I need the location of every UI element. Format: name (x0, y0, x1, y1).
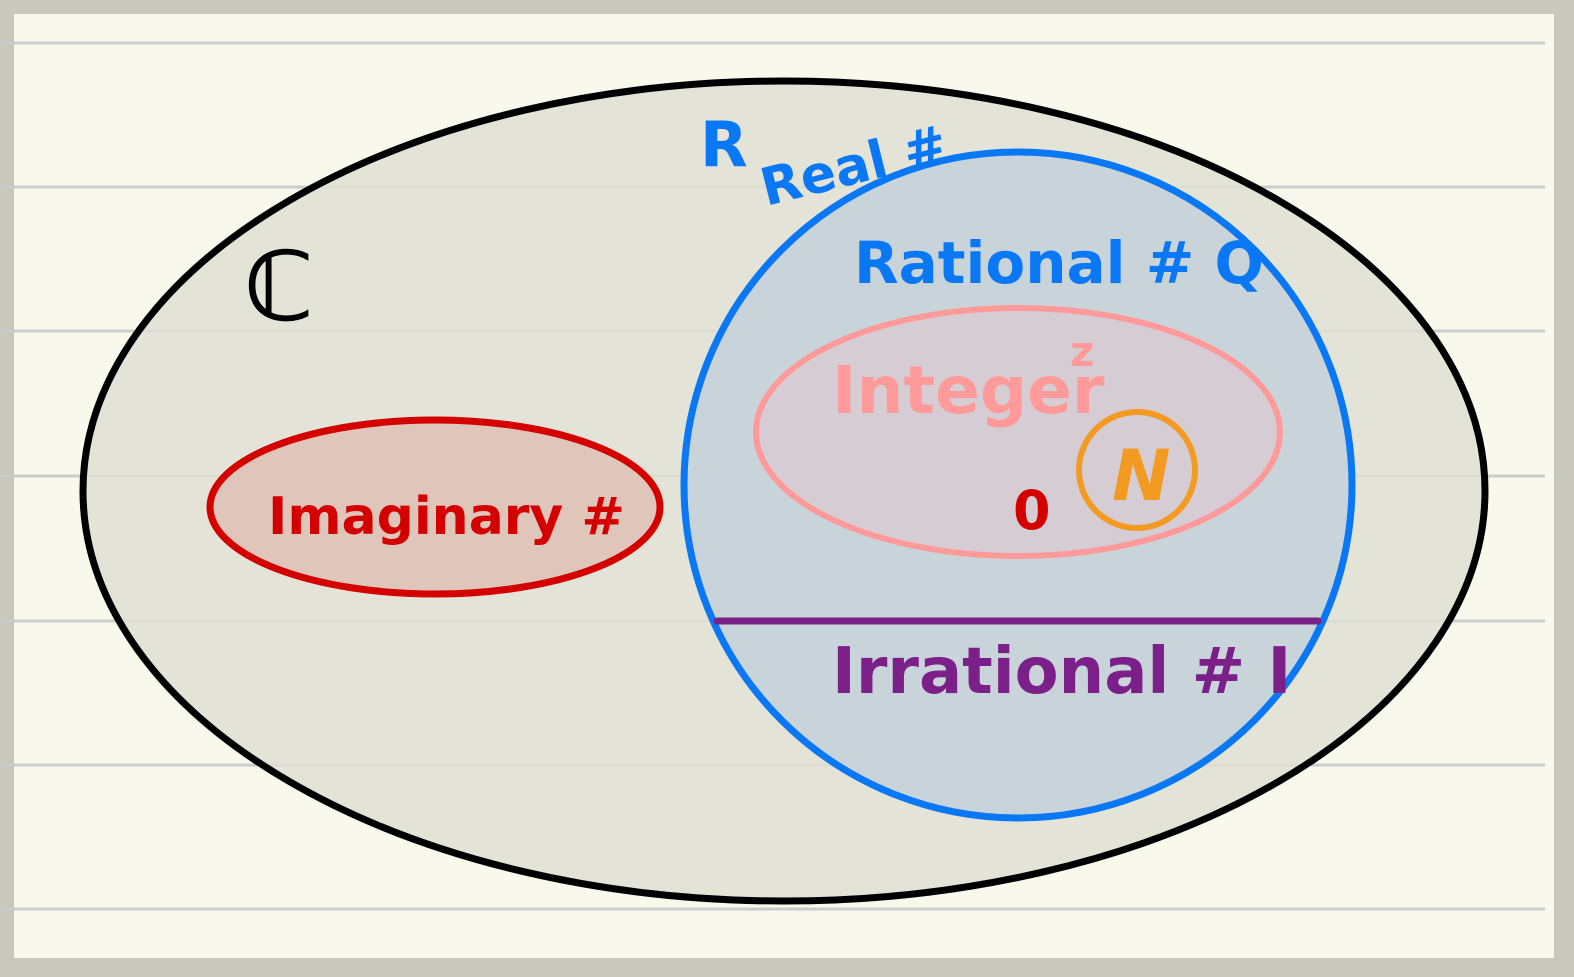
imaginary-set-label: Imaginary # (268, 487, 625, 547)
integer-symbol-label: z (1070, 327, 1094, 376)
integer-set-label: Integer (832, 352, 1105, 429)
integer-set-ellipse (753, 305, 1283, 559)
rational-set-label: Rational # Q (854, 229, 1264, 297)
zero-label: 0 (1013, 479, 1051, 542)
imaginary-set-ellipse (206, 416, 664, 598)
complex-symbol-label: ℂ (244, 231, 314, 343)
natural-set-circle (1076, 409, 1198, 531)
irrational-set-label: Irrational # I (832, 635, 1291, 709)
natural-symbol-label: N (1112, 435, 1171, 517)
real-symbol-label: R (700, 108, 748, 181)
